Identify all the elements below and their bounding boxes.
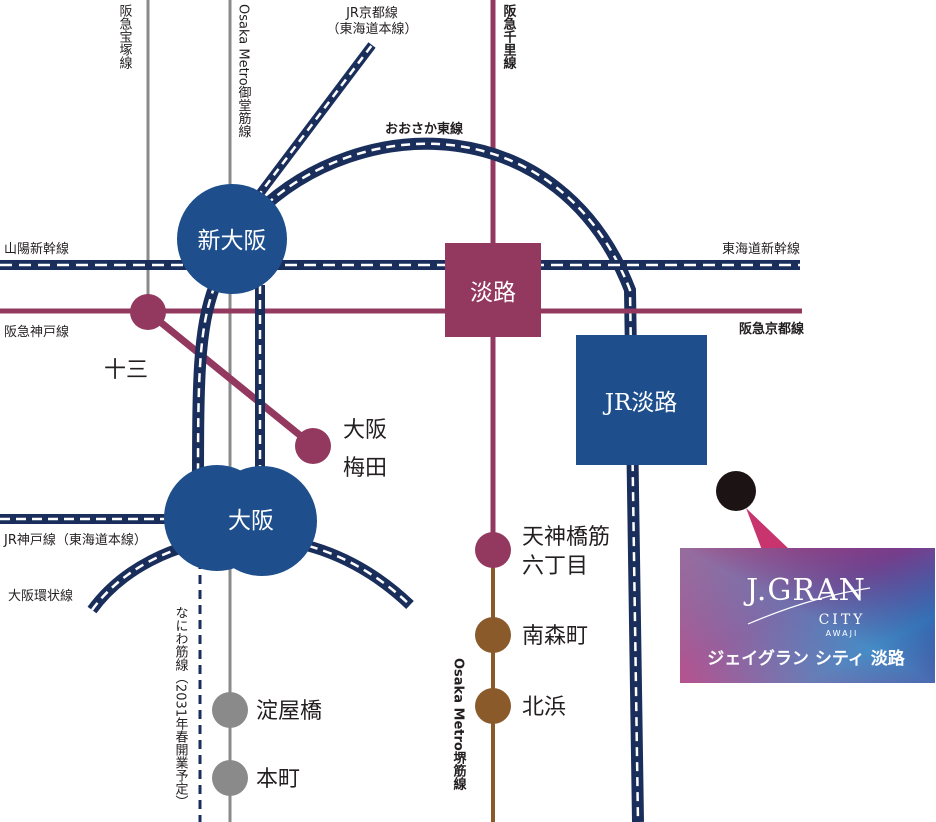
svg-text:阪急千里線: 阪急千里線 — [501, 4, 517, 70]
svg-text:南森町: 南森町 — [522, 624, 588, 649]
station-osaka[interactable]: 大阪 — [164, 465, 317, 576]
station-kitahama[interactable]: 北浜 — [475, 688, 566, 724]
svg-text:阪急神戸線: 阪急神戸線 — [4, 324, 69, 340]
svg-text:大阪: 大阪 — [228, 508, 274, 534]
label-osaka-loop: 大阪環状線 — [8, 588, 73, 604]
station-jr-awaji[interactable]: JR淡路 — [576, 335, 707, 465]
svg-text:梅田: 梅田 — [343, 456, 387, 481]
label-sanyo-shinkansen: 山陽新幹線 — [4, 241, 69, 257]
svg-text:J.GRAN: J.GRAN — [743, 573, 866, 608]
label-hankyu-kyoto: 阪急京都線 — [739, 321, 805, 337]
station-awaji[interactable]: 淡路 — [445, 243, 541, 337]
svg-text:山陽新幹線: 山陽新幹線 — [4, 241, 69, 257]
svg-text:JR神戸線（東海道本線）: JR神戸線（東海道本線） — [3, 532, 147, 548]
station-tenjinbashi[interactable]: 天神橋筋 六丁目 — [475, 525, 610, 579]
svg-text:十三: 十三 — [104, 358, 148, 383]
svg-text:JR京都線: JR京都線 — [345, 5, 398, 21]
label-jr-kyoto: JR京都線 （東海道本線） — [326, 5, 417, 37]
label-osaka-higashi: おおさか東線 — [385, 121, 464, 137]
label-hankyu-senri: 阪急千里線 — [501, 4, 517, 70]
svg-text:阪急宝塚線: 阪急宝塚線 — [117, 4, 133, 69]
property-marker — [716, 471, 790, 550]
svg-text:AWAJI: AWAJI — [826, 629, 859, 638]
label-midosuji: Osaka Metro御堂筋線 — [236, 4, 252, 138]
jr-shinosaka-osaka-line — [192, 282, 265, 501]
label-sakaisuji: Osaka Metro堺筋線 — [451, 658, 468, 791]
svg-text:東海道新幹線: 東海道新幹線 — [722, 241, 800, 257]
label-hankyu-kobe: 阪急神戸線 — [4, 324, 69, 340]
svg-text:CITY: CITY — [819, 612, 866, 628]
svg-text:淀屋橋: 淀屋橋 — [256, 699, 322, 724]
svg-text:六丁目: 六丁目 — [522, 554, 588, 579]
hankyu-juso-umeda-line — [145, 309, 315, 448]
station-minamimorimachi[interactable]: 南森町 — [475, 617, 588, 653]
svg-text:（東海道本線）: （東海道本線） — [326, 21, 417, 37]
brand-logo: J.GRAN CITY AWAJI ジェイグラン シティ 淡路 — [680, 548, 935, 683]
label-jr-kobe: JR神戸線（東海道本線） — [3, 532, 147, 548]
station-juso[interactable]: 十三 — [104, 294, 166, 383]
svg-text:大阪: 大阪 — [343, 418, 387, 443]
label-naniwasuji: なにわ筋線（2031年春開業予定） — [173, 606, 189, 808]
svg-text:淡路: 淡路 — [470, 280, 516, 306]
svg-text:大阪環状線: 大阪環状線 — [8, 588, 73, 604]
label-tokaido-shinkansen: 東海道新幹線 — [722, 241, 800, 257]
osaka-higashi-line — [250, 137, 644, 822]
svg-text:JR淡路: JR淡路 — [603, 390, 678, 416]
station-osaka-umeda[interactable]: 大阪 梅田 — [295, 418, 387, 481]
station-honmachi[interactable]: 本町 — [212, 760, 300, 796]
jr-kyoto-line — [236, 42, 376, 223]
svg-text:阪急京都線: 阪急京都線 — [739, 321, 805, 337]
svg-text:Osaka Metro堺筋線: Osaka Metro堺筋線 — [451, 658, 468, 791]
svg-text:なにわ筋線（2031年春開業予定）: なにわ筋線（2031年春開業予定） — [173, 606, 189, 808]
svg-text:ジェイグラン シティ 淡路: ジェイグラン シティ 淡路 — [707, 648, 905, 669]
station-shin-osaka[interactable]: 新大阪 — [177, 184, 287, 294]
svg-text:天神橋筋: 天神橋筋 — [522, 525, 610, 550]
svg-text:北浜: 北浜 — [522, 695, 566, 720]
svg-text:本町: 本町 — [256, 767, 300, 792]
svg-text:Osaka Metro御堂筋線: Osaka Metro御堂筋線 — [236, 4, 252, 138]
station-yodoyabashi[interactable]: 淀屋橋 — [212, 692, 322, 728]
svg-text:新大阪: 新大阪 — [198, 228, 267, 254]
svg-text:おおさか東線: おおさか東線 — [385, 121, 464, 137]
label-hankyu-takarazuka: 阪急宝塚線 — [117, 4, 133, 69]
